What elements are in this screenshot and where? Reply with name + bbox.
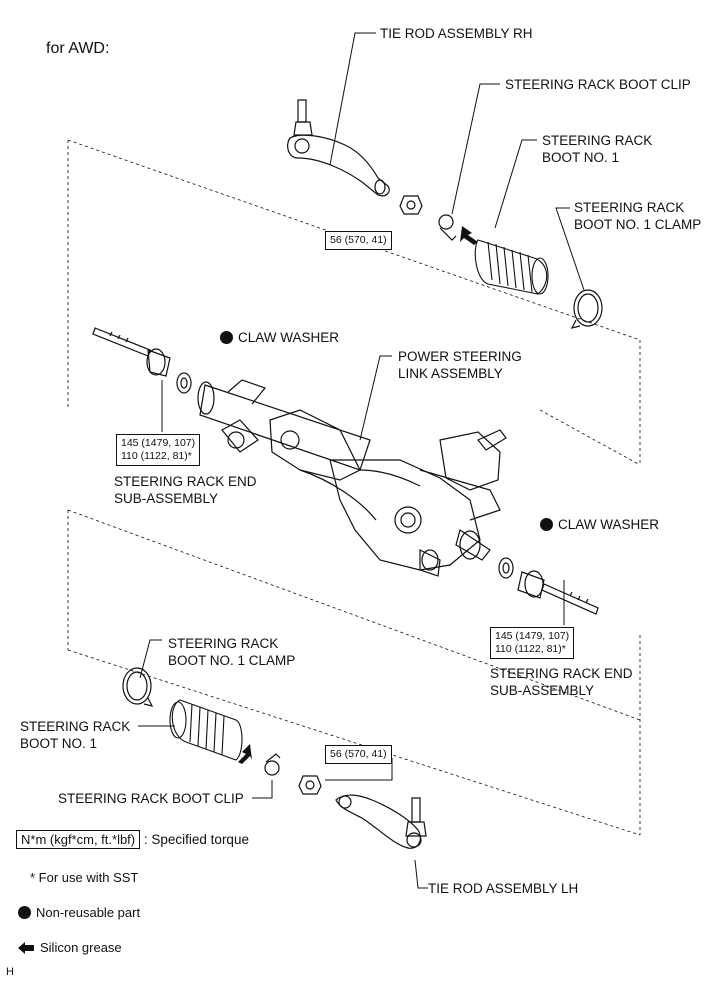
power-steering-link-part <box>197 379 507 577</box>
torque-rack-end-right-value-1: 145 (1479, 107) <box>495 630 570 642</box>
torque-rack-end-left-value-2: 110 (1122, 81)* <box>121 450 192 462</box>
non-reusable-dot-icon <box>18 906 31 919</box>
rack-end-right-part <box>517 570 599 615</box>
boot-clamp-top-part <box>570 289 603 329</box>
legend-non-reusable: Non-reusable part <box>18 904 140 921</box>
boot-clip-top-part <box>438 214 457 241</box>
label-boot-no1-bottom: STEERING RACK BOOT NO. 1 <box>20 718 130 752</box>
silicon-grease-arrow-top-icon <box>460 226 478 245</box>
label-boot-no1-top-line1: STEERING RACK <box>542 133 653 148</box>
legend-silicon-grease: Silicon grease <box>18 939 122 956</box>
label-boot-clip-top: STEERING RACK BOOT CLIP <box>505 77 691 92</box>
label-tie-rod-rh: TIE ROD ASSEMBLY RH <box>380 26 533 41</box>
boot-clip-bottom-part <box>264 753 281 776</box>
footer-code: H <box>6 966 14 978</box>
torque-box-rack-end-right: 145 (1479, 107) 110 (1122, 81)* <box>490 627 575 659</box>
silicon-grease-arrow-bottom-icon <box>238 744 252 764</box>
label-boot-clamp-bottom-line2: BOOT NO. 1 CLAMP <box>168 653 296 668</box>
label-boot-clamp-top-line1: STEERING RACK <box>574 200 685 215</box>
torque-box-nut-top: 56 (570, 41) <box>325 231 392 250</box>
claw-washer-left-part <box>176 372 192 394</box>
claw-washer-right-part <box>498 557 514 579</box>
leader-lines <box>138 32 585 889</box>
rack-end-left-part <box>92 327 171 377</box>
dashed-outline-bottom <box>67 509 641 836</box>
legend-sst-note: * For use with SST <box>30 870 139 885</box>
non-reusable-dot-icon <box>540 518 553 531</box>
nut-top-part <box>399 195 423 215</box>
label-rack-end-left-line1: STEERING RACK END <box>114 474 257 489</box>
label-rack-end-right: STEERING RACK END SUB-ASSEMBLY <box>490 665 633 699</box>
torque-box-nut-bottom: 56 (570, 41) <box>325 745 392 764</box>
label-power-steering-line1: POWER STEERING <box>398 349 522 364</box>
label-rack-end-right-line1: STEERING RACK END <box>490 666 633 681</box>
torque-box-rack-end-left: 145 (1479, 107) 110 (1122, 81)* <box>116 434 201 466</box>
boot-no1-top-part <box>474 239 549 295</box>
dashed-outline-top <box>67 139 641 466</box>
label-tie-rod-lh: TIE ROD ASSEMBLY LH <box>428 881 579 896</box>
label-boot-clamp-top: STEERING RACK BOOT NO. 1 CLAMP <box>574 199 701 233</box>
label-claw-washer-right: CLAW WASHER <box>540 516 659 533</box>
non-reusable-dot-icon <box>220 331 233 344</box>
label-power-steering-line2: LINK ASSEMBLY <box>398 366 503 381</box>
label-claw-washer-right-text: CLAW WASHER <box>558 517 660 532</box>
label-claw-washer-left-text: CLAW WASHER <box>238 330 340 345</box>
label-boot-no1-top-line2: BOOT NO. 1 <box>542 150 620 165</box>
tie-rod-lh-part <box>335 794 427 849</box>
nut-bottom-part <box>298 775 322 795</box>
label-rack-end-left: STEERING RACK END SUB-ASSEMBLY <box>114 473 257 507</box>
label-rack-end-right-line2: SUB-ASSEMBLY <box>490 683 595 698</box>
legend-non-reusable-text: Non-reusable part <box>36 905 141 920</box>
label-rack-end-left-line2: SUB-ASSEMBLY <box>114 491 219 506</box>
label-boot-no1-bottom-line1: STEERING RACK <box>20 719 131 734</box>
legend-silicon-grease-text: Silicon grease <box>40 940 122 955</box>
variant-header: for AWD: <box>46 40 110 57</box>
boot-clamp-bottom-part <box>122 667 154 707</box>
label-boot-clamp-top-line2: BOOT NO. 1 CLAMP <box>574 217 702 232</box>
label-power-steering: POWER STEERING LINK ASSEMBLY <box>398 348 522 382</box>
label-claw-washer-left: CLAW WASHER <box>220 329 339 346</box>
torque-rack-end-left-value-1: 145 (1479, 107) <box>121 437 196 449</box>
legend-torque: N*m (kgf*cm, ft.*lbf) : Specified torque <box>16 830 249 849</box>
torque-nut-bottom-value: 56 (570, 41) <box>330 748 387 760</box>
tie-rod-rh-part <box>287 99 390 197</box>
label-boot-clamp-bottom-line1: STEERING RACK <box>168 636 279 651</box>
torque-nut-top-value: 56 (570, 41) <box>330 234 387 246</box>
torque-rack-end-right-value-2: 110 (1122, 81)* <box>495 643 566 655</box>
legend-torque-desc: : Specified torque <box>143 832 249 847</box>
label-boot-clamp-bottom: STEERING RACK BOOT NO. 1 CLAMP <box>168 635 295 669</box>
boot-no1-bottom-part <box>169 699 243 761</box>
legend-torque-unit: N*m (kgf*cm, ft.*lbf) <box>16 830 141 849</box>
label-boot-no1-bottom-line2: BOOT NO. 1 <box>20 736 98 751</box>
label-boot-clip-bottom: STEERING RACK BOOT CLIP <box>58 791 244 806</box>
silicon-grease-arrow-icon <box>18 942 34 954</box>
label-boot-no1-top: STEERING RACK BOOT NO. 1 <box>542 132 652 166</box>
